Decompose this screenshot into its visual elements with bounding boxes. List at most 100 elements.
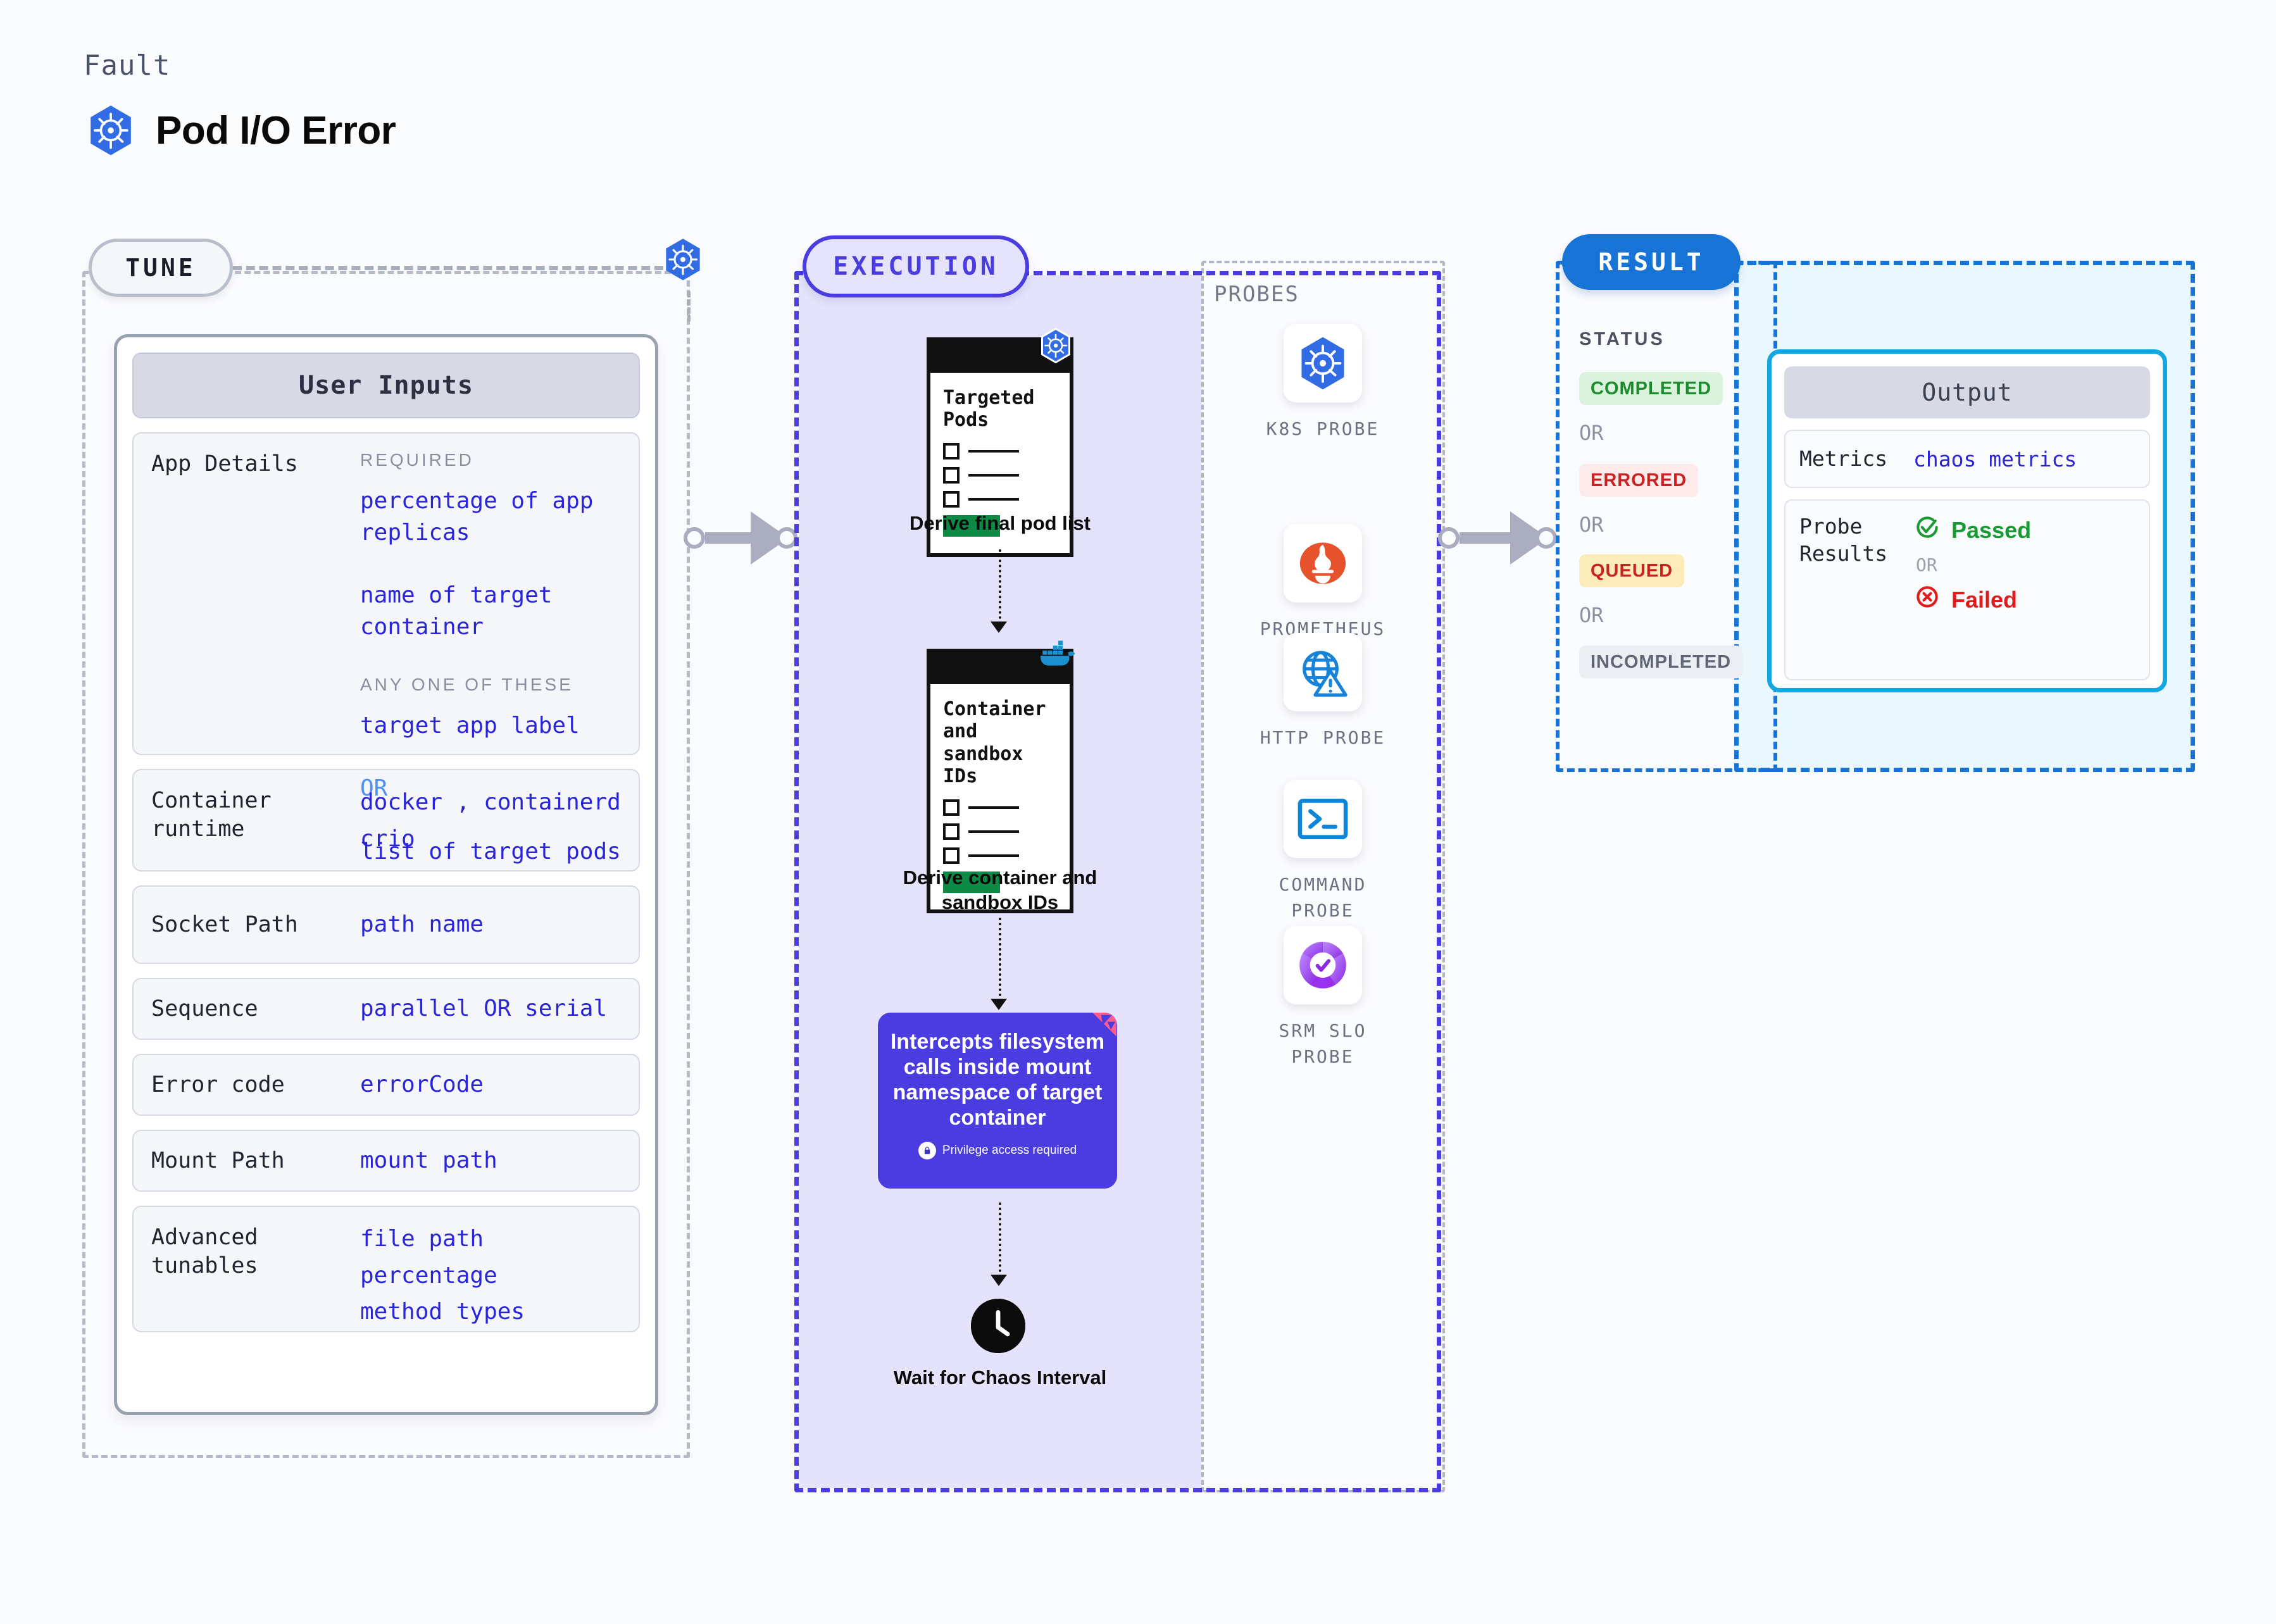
execution-panel <box>794 271 1441 1492</box>
doc-list-item <box>943 466 1057 484</box>
value-text: parallel OR serial <box>360 996 608 1022</box>
flow-connector <box>999 549 1001 624</box>
anyone-heading: ANY ONE OF THESE <box>360 674 573 694</box>
status-label: STATUS <box>1579 329 1665 349</box>
row-label: Mount Path <box>151 1147 285 1173</box>
lock-icon <box>918 1142 936 1160</box>
chaos-action-box: Intercepts filesystem calls inside mount… <box>878 1013 1117 1189</box>
fault-kicker: Fault <box>84 49 171 82</box>
step-caption: Derive final pod list <box>910 512 1091 534</box>
tune-connector-line <box>233 266 663 270</box>
value-text: method types <box>360 1299 525 1325</box>
doc-list-item <box>943 847 1057 864</box>
or-separator: OR <box>1579 513 1604 537</box>
input-row-sequence[interactable]: Sequence parallel OR serial <box>132 978 640 1040</box>
value-text: list of target pods <box>360 839 621 865</box>
docker-icon <box>1038 638 1077 671</box>
input-row-error-code[interactable]: Error code errorCode <box>132 1054 640 1116</box>
doc-title: Container and sandbox IDs <box>943 698 1046 788</box>
container-sandbox-doc: Container and sandbox IDs <box>927 649 1073 913</box>
srm-slo-icon <box>1284 926 1362 1004</box>
fault-title-row: Pod I/O Error <box>87 104 396 156</box>
value-text: path name <box>360 911 484 938</box>
checkbox-icon <box>943 823 960 840</box>
privilege-text: Privilege access required <box>942 1144 1077 1158</box>
kubernetes-icon <box>87 104 134 156</box>
or-separator: OR <box>1579 603 1604 627</box>
checkbox-icon <box>943 490 960 508</box>
step-caption: Derive container and sandbox IDs <box>903 866 1097 913</box>
user-inputs-card: User Inputs App Details REQUIRED percent… <box>114 334 658 1415</box>
doc-title: Targeted Pods <box>943 387 1035 432</box>
result-pill: RESULT <box>1562 234 1741 290</box>
row-label: Advanced tunables <box>151 1225 258 1278</box>
probe-label: HTTP PROBE <box>1260 727 1386 748</box>
probes-section-label: PROBES <box>1214 282 1299 307</box>
probe-result-passed: Passed <box>1913 513 2031 547</box>
value-text: percentage of app replicas <box>360 488 594 546</box>
input-row-socket-path[interactable]: Socket Path path name <box>132 885 640 964</box>
output-row-metrics[interactable]: Metrics chaos metrics <box>1784 430 2150 488</box>
action-text: Intercepts filesystem calls inside mount… <box>890 1030 1105 1130</box>
doc-list-item <box>943 799 1057 816</box>
privilege-note: Privilege access required <box>918 1142 1077 1160</box>
flow-arrow-head <box>991 999 1007 1010</box>
probe-command[interactable]: COMMAND PROBE <box>1241 780 1405 923</box>
value-text: name of target container <box>360 582 553 640</box>
metrics-value: chaos metrics <box>1913 446 2077 472</box>
probe-k8s[interactable]: K8S PROBE <box>1241 324 1405 442</box>
flow-arrow-head <box>991 1275 1007 1286</box>
arrow-end-dot <box>1535 527 1557 549</box>
tune-connector-stem <box>687 291 691 322</box>
passed-label: Passed <box>1951 516 2032 543</box>
status-badge-queued: QUEUED <box>1579 554 1685 587</box>
value-text: docker , containerd <box>360 789 621 815</box>
litmus-icon <box>1092 1013 1116 1037</box>
flow-arrow-head <box>991 621 1007 633</box>
arrow-bar <box>705 532 752 544</box>
value-text: target app label <box>360 712 580 739</box>
status-badge-errored: ERRORED <box>1579 464 1699 497</box>
row-label: Error code <box>151 1071 285 1097</box>
row-label: Container runtime <box>151 788 272 842</box>
row-label: Socket Path <box>151 911 298 937</box>
value-text: errorCode <box>360 1071 484 1098</box>
flow-connector <box>999 1202 1001 1277</box>
value-text: file path <box>360 1226 484 1252</box>
wait-caption: Wait for Chaos Interval <box>893 1366 1107 1389</box>
or-separator: OR <box>360 775 388 802</box>
value-text: mount path <box>360 1147 497 1174</box>
value-text: percentage <box>360 1262 497 1289</box>
x-circle-icon <box>1913 583 1941 616</box>
probe-http[interactable]: HTTP PROBE <box>1241 633 1405 751</box>
globe-warning-icon <box>1284 633 1362 711</box>
output-row-probe-results[interactable]: Probe Results Passed OR <box>1784 499 2150 680</box>
status-badge-completed: COMPLETED <box>1579 372 1723 405</box>
doc-list-item <box>943 442 1057 459</box>
value-text: crio <box>360 825 415 852</box>
probe-label: COMMAND PROBE <box>1279 874 1367 921</box>
status-badge-incompleted: INCOMPLETED <box>1579 646 1743 678</box>
doc-progress-bar <box>943 515 1000 537</box>
checkbox-icon <box>943 799 960 816</box>
probe-srm-slo[interactable]: SRM SLO PROBE <box>1241 926 1405 1070</box>
input-row-mount-path[interactable]: Mount Path mount path <box>132 1130 640 1192</box>
failed-label: Failed <box>1951 586 2018 613</box>
metrics-label: Metrics <box>1799 446 1888 471</box>
probes-panel <box>1201 261 1445 1492</box>
probe-result-failed: Failed <box>1913 583 2031 616</box>
input-row-advanced-tunables[interactable]: Advanced tunables file path percentage m… <box>132 1206 640 1332</box>
input-row-container-runtime[interactable]: Container runtime docker , containerd cr… <box>132 769 640 871</box>
tune-pill: TUNE <box>89 239 233 297</box>
arrow-tune-to-execution <box>684 511 797 565</box>
clock-icon <box>971 1299 1025 1353</box>
doc-list-item <box>943 823 1057 840</box>
arrow-start-dot <box>1438 527 1460 549</box>
or-separator: OR <box>1916 554 1937 575</box>
terminal-icon <box>1284 780 1362 858</box>
doc-list-item <box>943 490 1057 508</box>
or-separator: OR <box>1579 421 1604 445</box>
input-row-app-details[interactable]: App Details REQUIRED percentage of app r… <box>132 432 640 865</box>
output-card: Output Metrics chaos metrics Probe Resul… <box>1767 349 2167 692</box>
